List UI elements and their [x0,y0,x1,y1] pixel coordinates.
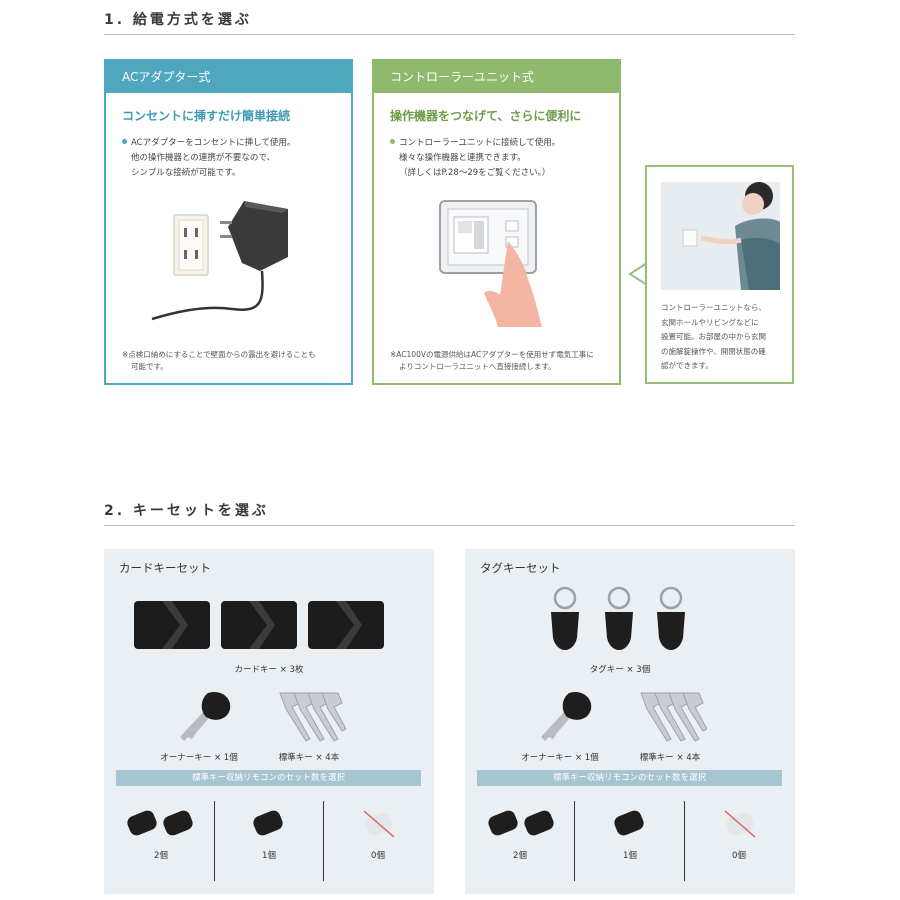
standard-key-caption: 標準キー × 4本 [639,753,701,763]
controller-callout: コントローラーユニットなら、 玄関ホールやリビングなどに 設置可能。お部屋の中か… [645,165,794,384]
remote-option-0[interactable]: 0個 [371,851,385,861]
ac-line-1: ACアダプターをコンセントに挿して使用。 [131,138,296,148]
standard-keys-icon [279,692,346,742]
card-keys-image [134,601,384,649]
ac-note-1: ※点検口納めにすることで壁面からの露出を避けることも [122,350,316,359]
tag-key-set-title: タグキーセット [480,561,561,575]
controller-unit-header: コントローラーユニット式 [374,61,619,93]
remote-none-icon[interactable] [721,807,759,841]
ac-line-2: 他の操作機器との連携が不要なので、 [131,153,276,163]
controller-panel-illustration [439,200,542,327]
option-separator [684,801,685,881]
option-separator [574,801,575,881]
callout-line-1: コントローラーユニットなら、 [661,303,766,312]
ac-adapter-illustration [151,201,288,321]
owner-key-icon [180,691,231,741]
card-key-set-title: カードキーセット [119,561,211,575]
option-separator [214,801,215,881]
tag-key-icon [657,586,685,650]
option-separator [323,801,324,881]
callout-line-3: 設置可能。お部屋の中から玄関 [661,332,766,341]
ac-adapter-header: ACアダプター式 [106,61,351,93]
remote-1-icon[interactable] [252,809,286,841]
standard-keys-icon [640,692,707,742]
tag-key-set-panel: タグキーセット タグキー × 3個 オーナーキー × 1個 標準キー × 4本 … [465,549,795,894]
callout-line-5: 認ができます。 [661,361,713,370]
controller-unit-box: コントローラーユニット式 操作機器をつなげて、さらに便利に コントローラーユニッ… [372,59,621,385]
controller-note-2: よりコントローラユニットへ直接接続します。 [399,362,556,371]
controller-line-2: 様々な操作機器と連携できます。 [399,153,526,163]
callout-pointer-icon [628,262,648,286]
ac-adapter-description: ACアダプターをコンセントに挿して使用。 他の操作機器との連携が不要なので、 シ… [122,136,295,181]
tag-key-icon [551,586,579,650]
controller-unit-note: ※AC100Vの電源供給はACアダプターを使用せず電気工事に よりコントローラユ… [390,349,594,373]
section1-title: 1. 給電方式を選ぶ [104,12,252,28]
tag-key-icon [605,586,633,650]
ac-adapter-box: ACアダプター式 コンセントに挿すだけ簡単接続 ACアダプターをコンセントに挿し… [104,59,353,385]
ac-note-2: 可能です。 [131,362,168,371]
controller-line-3: （詳しくはP.28～29をご覧ください。） [399,168,551,178]
controller-line-1: コントローラーユニットに接続して使用。 [399,138,561,148]
card-key-caption: カードキー × 3枚 [234,665,304,675]
card-key-icon [221,601,297,649]
callout-line-2: 玄関ホールやリビングなどに [661,317,759,327]
remote-option-2[interactable]: 2個 [513,851,527,861]
remote-option-0[interactable]: 0個 [732,851,746,861]
woman-operating-panel-photo [661,182,780,290]
section2-divider [104,525,795,526]
remote-2-icon[interactable] [487,809,557,841]
bullet-icon [390,139,395,144]
card-remote-select-bar: 標準キー収納リモコンのセット数を選択 [116,770,421,786]
owner-key-caption: オーナーキー × 1個 [521,753,599,763]
controller-note-1: ※AC100Vの電源供給はACアダプターを使用せず電気工事に [390,350,594,359]
section2-title: 2. キーセットを選ぶ [104,503,269,519]
controller-unit-subtitle: 操作機器をつなげて、さらに便利に [390,109,582,123]
tag-key-caption: タグキー × 3個 [589,665,651,675]
card-key-set-panel: カードキーセット カードキー × 3枚 オーナーキー × 1個 標準キー × 4… [104,549,434,894]
callout-text: コントローラーユニットなら、 玄関ホールやリビングなどに 設置可能。お部屋の中か… [661,301,787,374]
ac-adapter-note: ※点検口納めにすることで壁面からの露出を避けることも 可能です。 [122,349,316,373]
owner-key-caption: オーナーキー × 1個 [160,753,238,763]
callout-line-4: の施解錠操作や、開閉状態の確 [661,346,766,356]
ac-adapter-subtitle: コンセントに挿すだけ簡単接続 [122,109,291,123]
section1-divider [104,34,795,35]
card-key-icon [308,601,384,649]
remote-2-icon[interactable] [126,809,196,841]
tag-remote-select-bar: 標準キー収納リモコンのセット数を選択 [477,770,782,786]
remote-none-icon[interactable] [360,807,398,841]
controller-unit-description: コントローラーユニットに接続して使用。 様々な操作機器と連携できます。 （詳しく… [390,136,560,181]
owner-key-icon [541,691,592,741]
remote-option-2[interactable]: 2個 [154,851,168,861]
remote-option-1[interactable]: 1個 [262,851,276,861]
standard-key-caption: 標準キー × 4本 [278,753,340,763]
ac-line-3: シンプルな接続が可能です。 [131,168,241,178]
remote-1-icon[interactable] [613,809,647,841]
card-key-icon [134,601,210,649]
remote-option-1[interactable]: 1個 [623,851,637,861]
bullet-icon [122,139,127,144]
tag-keys-image [551,586,685,650]
